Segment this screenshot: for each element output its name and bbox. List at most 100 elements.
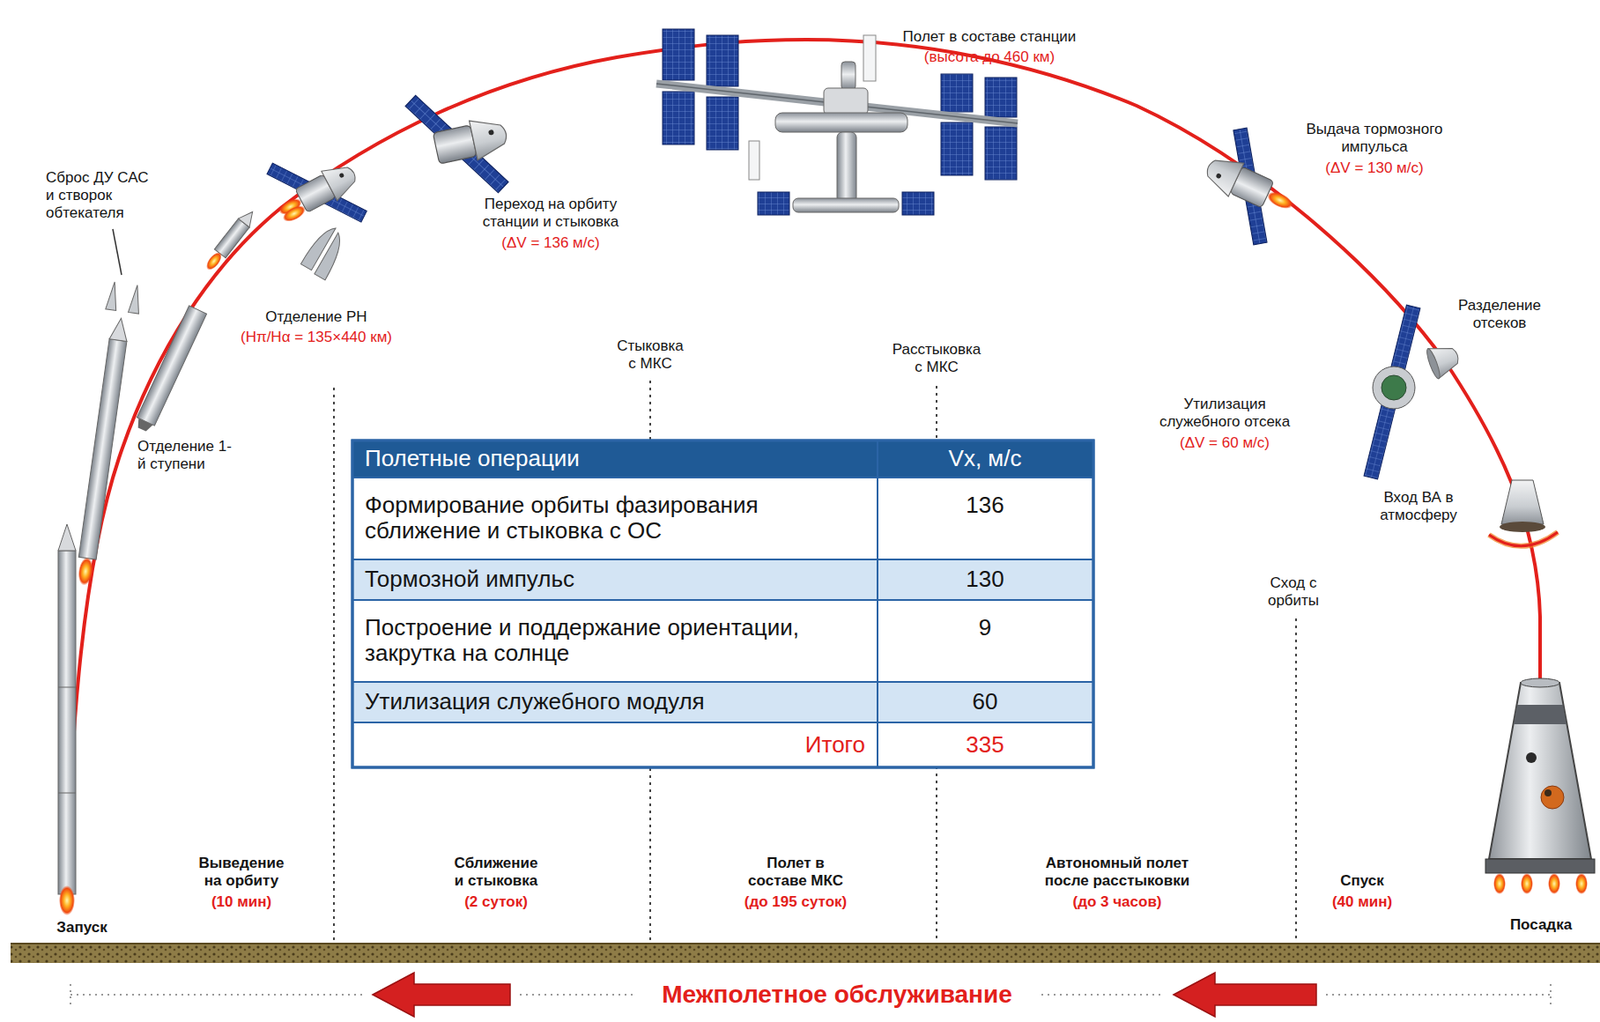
- space-station: [940, 122, 973, 176]
- first-stage: [133, 305, 207, 434]
- ground-strip: [10, 942, 1600, 945]
- phase-label: Запуск: [56, 918, 107, 937]
- data-table: [352, 681, 1094, 683]
- landed-capsule: [1488, 682, 1592, 860]
- landed-capsule: [1520, 678, 1560, 688]
- table-total: Итого: [805, 732, 866, 759]
- ground-strip: [10, 943, 1600, 963]
- space-station: [775, 112, 908, 133]
- landed-capsule: [1513, 704, 1567, 725]
- table-cell: 60: [972, 688, 999, 716]
- table-cell: 130: [965, 566, 1004, 593]
- upper-stage: [203, 249, 225, 273]
- first-stage: [136, 305, 207, 426]
- table-header: Vx, м/с: [948, 445, 1023, 473]
- data-table: [352, 721, 1094, 724]
- space-station: [985, 77, 1017, 118]
- data-table: [352, 440, 1094, 768]
- spacecraft: [263, 131, 376, 251]
- space-station: [706, 96, 739, 150]
- callout-label: Переход на орбиту станции и стыковка: [462, 195, 639, 231]
- ascending-rocket: [105, 281, 120, 311]
- phase-divider: [333, 387, 335, 942]
- trajectory-arc: [66, 39, 1541, 908]
- fairing-halves: [299, 222, 350, 281]
- data-table: [352, 440, 1094, 478]
- cycle-dotted-line: [69, 984, 72, 1006]
- spacecraft: [403, 78, 518, 208]
- cycle-dotted-line: [1325, 993, 1551, 996]
- table-cell: Формирование орбиты фазирования сближени…: [364, 492, 841, 546]
- phase-label: Посадка: [1510, 916, 1572, 934]
- spacecraft: [1186, 119, 1308, 250]
- space-station: [823, 88, 868, 115]
- landed-capsule: [1544, 789, 1552, 797]
- callout-label: Полет в составе станции: [874, 28, 1104, 46]
- space-station: [985, 126, 1017, 180]
- data-table: [352, 599, 1094, 601]
- launch-rocket: [58, 687, 76, 689]
- phase-duration: (10 мин): [211, 893, 272, 912]
- callout-value: (Hπ/Hα = 135×440 км): [240, 328, 393, 347]
- cycle-arrow: [1173, 972, 1317, 1017]
- space-station: [662, 91, 695, 145]
- ascending-rocket: [76, 556, 95, 587]
- space-station: [841, 61, 856, 90]
- phase-label: Выведение на орбиту: [192, 854, 291, 890]
- ascending-rocket: [128, 284, 143, 314]
- table-cell: 136: [965, 492, 1004, 519]
- cycle-dotted-line: [1549, 984, 1552, 1006]
- callout-label: Стыковка с МКС: [613, 337, 688, 373]
- launch-rocket: [58, 524, 76, 551]
- cycle-dotted-line: [1041, 993, 1165, 996]
- callout-value: (ΔV = 136 м/с): [501, 234, 600, 252]
- data-table: [354, 681, 1092, 723]
- callout-value: (ΔV = 60 м/с): [1179, 434, 1270, 452]
- first-stage: [134, 418, 154, 434]
- data-table: [352, 440, 1094, 768]
- cycle-dotted-line: [519, 993, 633, 996]
- phase-label: Сближение и стыковка: [450, 854, 542, 890]
- data-table: [352, 440, 1094, 768]
- phase-duration: (2 суток): [464, 893, 528, 912]
- service-module: [1363, 304, 1421, 480]
- space-station: [837, 132, 857, 203]
- cycle-arrow: [372, 972, 1317, 1017]
- phase-duration: (до 195 суток): [744, 893, 847, 912]
- ascending-rocket: [78, 339, 127, 560]
- landed-capsule: [1525, 752, 1537, 763]
- landed-capsule: [1575, 873, 1588, 895]
- table-cell: Построение и поддержание ориентации, зак…: [364, 614, 841, 668]
- callout-label: Выдача тормозного импульса: [1299, 120, 1450, 156]
- landed-capsule: [1540, 785, 1564, 809]
- space-station: [863, 35, 876, 82]
- callout-value: (высота до 460 км): [924, 48, 1055, 67]
- landed-capsule: [1520, 873, 1534, 895]
- launch-rocket: [58, 792, 76, 794]
- descent-capsule: [1424, 340, 1463, 380]
- spacecraft: [403, 78, 518, 208]
- phase-label: Полет в составе МКС: [736, 854, 856, 890]
- space-station: [902, 192, 934, 215]
- landed-capsule: [1485, 859, 1595, 874]
- descent-capsule: [1424, 348, 1443, 381]
- callout-label: Отделение 1-й ступени: [137, 437, 235, 474]
- upper-stage: [201, 207, 259, 275]
- entry-capsule: [1488, 532, 1558, 547]
- landed-capsule: [1493, 873, 1506, 895]
- service-module: [1363, 304, 1421, 480]
- callout-label: Утилизация служебного отсека: [1152, 395, 1298, 431]
- launch-rocket: [58, 550, 76, 895]
- leader-line: [112, 229, 122, 275]
- phase-duration: (40 мин): [1332, 893, 1393, 912]
- callout-label: Вход ВА в атмосферу: [1372, 488, 1466, 525]
- service-module: [1372, 366, 1415, 409]
- table-cell: Утилизация служебного модуля: [364, 688, 705, 716]
- fairing-halves: [314, 232, 349, 281]
- upper-stage: [237, 207, 258, 228]
- data-table: [354, 559, 1092, 600]
- entry-capsule: [1488, 480, 1558, 547]
- data-table: [352, 440, 1094, 768]
